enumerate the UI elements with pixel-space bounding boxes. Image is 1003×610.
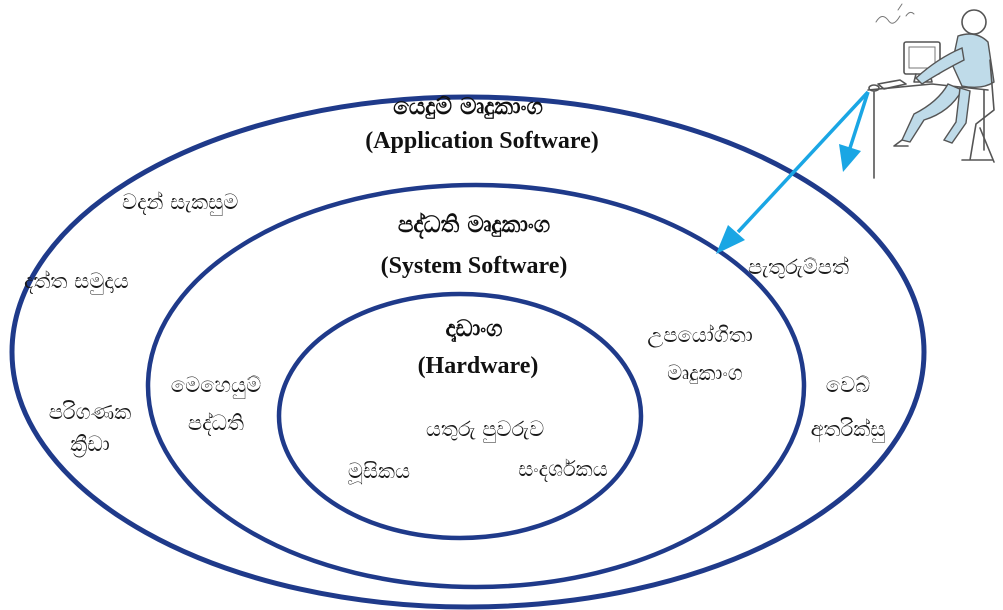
monitor-label: සංදර්ශකය <box>518 457 608 482</box>
mouse-label: මූසිකය <box>348 459 410 485</box>
system-software-ring <box>145 182 807 590</box>
hardware-ring <box>276 291 644 541</box>
utility-software-label-line2: මෘදුකාංග <box>667 361 743 385</box>
web-browsers-label-line1: වෙබ් <box>826 373 870 397</box>
application-software-title-si: යෙදුම් මෘදුකාංග <box>393 94 543 120</box>
spreadsheet-label: පැතුරුම්පත් <box>748 255 849 279</box>
word-processing-label: වදන් සැකසුම <box>122 190 238 216</box>
computer-games-label-line2: ක්‍රීඩා <box>70 432 110 458</box>
system-software-title-en: (System Software) <box>381 253 568 279</box>
application-software-ring <box>9 94 927 610</box>
utility-software-label-line1: උපයෝගිතා <box>647 323 753 348</box>
hardware-title-en: (Hardware) <box>418 353 539 379</box>
operating-systems-label-line2: පද්ධති <box>188 411 244 436</box>
database-label: දත්ත සමුදාය <box>24 269 129 295</box>
system-software-title-si: පද්ධති මෘදුකාංග <box>398 212 550 239</box>
computer-games-label-line1: පරිගණක <box>49 400 132 424</box>
computer-user-icon <box>867 3 995 179</box>
hardware-title-si: දෘඩාංග <box>445 316 502 343</box>
user-to-system-arrow <box>716 90 870 254</box>
keyboard-label: යතුරු පුවරුව <box>426 417 544 443</box>
operating-systems-label-line1: මෙහෙයුම් <box>171 373 261 399</box>
web-browsers-label-line2: අතරික්සු <box>811 417 886 443</box>
user-to-application-arrow <box>839 91 870 172</box>
application-software-title-en: (Application Software) <box>365 128 599 154</box>
